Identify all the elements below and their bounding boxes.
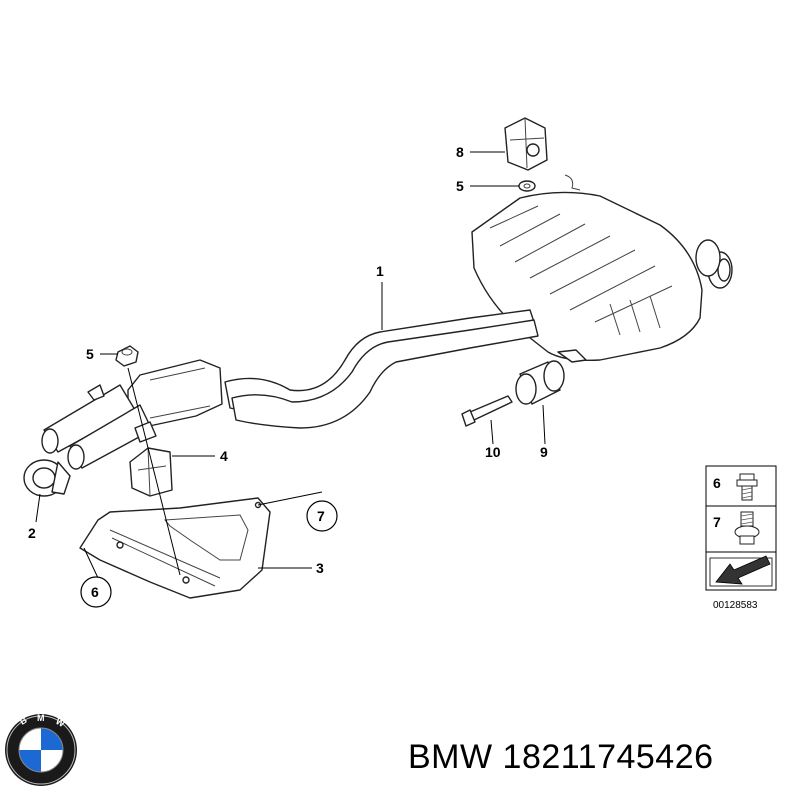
brand-name: BMW: [408, 738, 493, 776]
legend-bolt-icon: [736, 473, 758, 501]
part-caption: BMW 18211745426: [408, 738, 714, 777]
callout-1: 1: [376, 263, 384, 279]
callout-5-nut: 5: [86, 346, 94, 362]
legend-label-6: 6: [713, 475, 721, 491]
nut: [115, 345, 139, 367]
callout-7-circled: 7: [306, 500, 338, 532]
arrow-icon: [709, 555, 773, 587]
svg-text:6: 6: [91, 584, 99, 600]
bolt: [461, 395, 513, 427]
callout-6-circled: 6: [80, 576, 112, 608]
pipe-clamp: [23, 459, 71, 497]
svg-text:7: 7: [317, 508, 325, 524]
exhaust-pipe: [41, 309, 539, 470]
fastener-legend: 6 7: [705, 465, 777, 591]
callout-9: 9: [540, 444, 548, 460]
svg-text:B: B: [18, 715, 29, 727]
rubber-mount: [504, 117, 548, 171]
legend-screw-icon: [734, 511, 760, 545]
legend-label-7: 7: [713, 514, 721, 530]
bmw-logo: B M W: [5, 713, 77, 786]
callout-4: 4: [220, 448, 228, 464]
callout-10: 10: [485, 444, 501, 460]
part-number: 18211745426: [502, 738, 714, 776]
mount-bracket: [129, 421, 173, 497]
diagram-number: 00128583: [713, 600, 758, 611]
callout-5-washer: 5: [456, 178, 464, 194]
callout-8: 8: [456, 144, 464, 160]
heat-shield: [79, 497, 271, 599]
washer: [518, 180, 536, 192]
bushing: [515, 360, 565, 405]
callout-2: 2: [28, 525, 36, 541]
callout-3: 3: [316, 560, 324, 576]
svg-text:M: M: [37, 713, 45, 723]
leader-lines: [35, 151, 546, 579]
